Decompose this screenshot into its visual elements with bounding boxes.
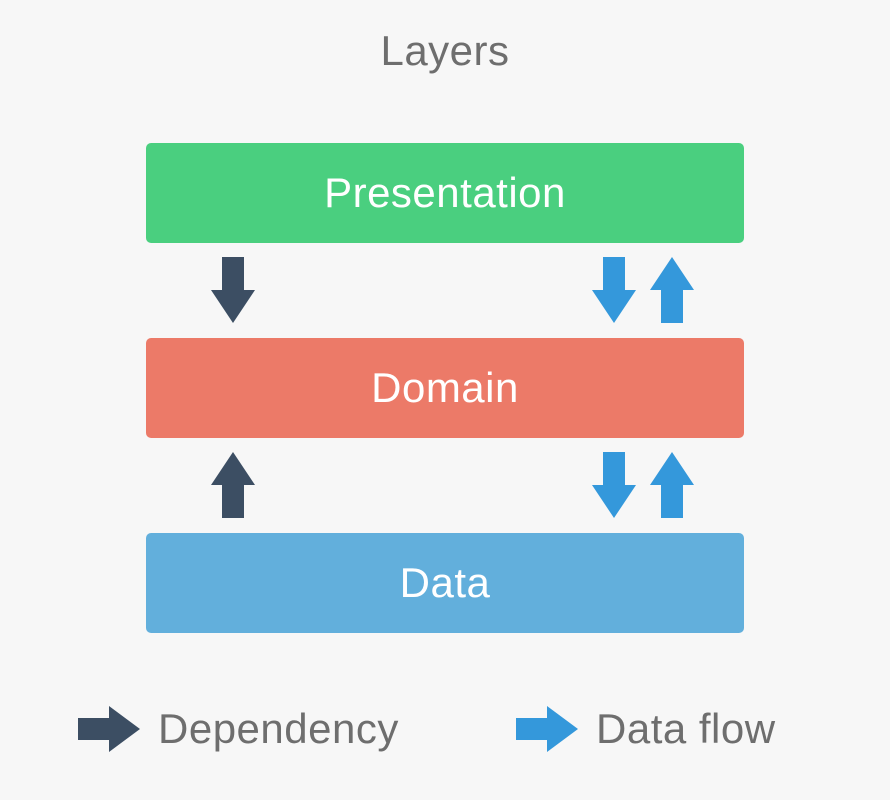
layer-box-domain[interactable]: Domain xyxy=(146,338,744,438)
dataflow-arrow-up-icon xyxy=(650,257,694,323)
dependency-arrow-up-icon xyxy=(211,452,255,518)
dataflow-arrow-down-icon xyxy=(592,257,636,323)
legend-dataflow-arrow-right-icon xyxy=(516,700,578,758)
dataflow-arrow-up-icon xyxy=(650,452,694,518)
legend-label-dataflow: Data flow xyxy=(596,705,776,752)
legend-dependency-arrow-right-icon xyxy=(78,700,140,758)
dataflow-arrow-down-icon xyxy=(592,452,636,518)
layer-label-presentation: Presentation xyxy=(324,169,566,216)
legend-label-dependency: Dependency xyxy=(158,705,399,752)
legend-item-dataflow: Data flow xyxy=(516,700,776,758)
page-title: Layers xyxy=(380,27,510,74)
layer-box-presentation[interactable]: Presentation xyxy=(146,143,744,243)
legend-item-dependency: Dependency xyxy=(78,700,399,758)
layer-label-domain: Domain xyxy=(371,364,519,411)
dependency-arrow-down-icon xyxy=(211,257,255,323)
layer-box-data[interactable]: Data xyxy=(146,533,744,633)
layer-label-data: Data xyxy=(399,559,491,606)
